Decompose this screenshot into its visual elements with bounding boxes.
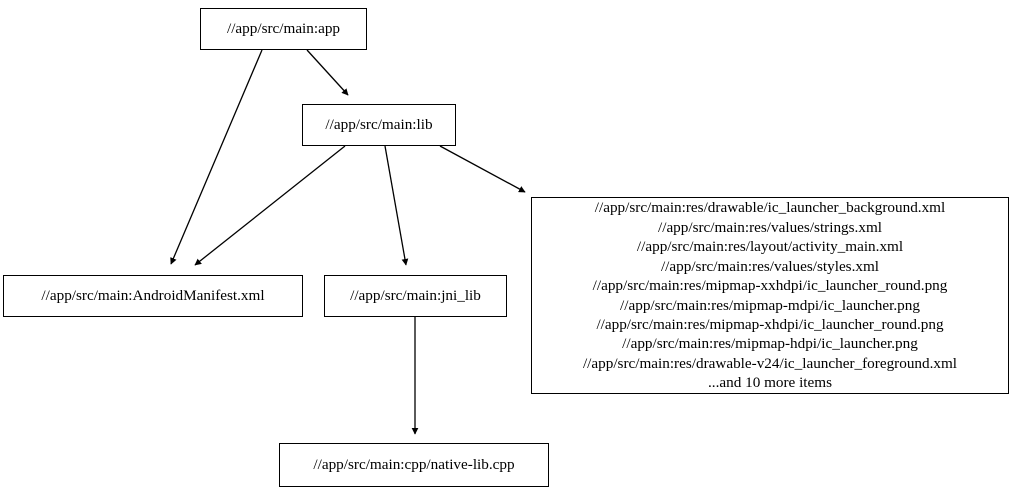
graph-node-native-lib-cpp[interactable]: //app/src/main:cpp/native-lib.cpp (279, 443, 549, 487)
graph-node-app[interactable]: //app/src/main:app (200, 8, 367, 50)
graph-node-android-manifest[interactable]: //app/src/main:AndroidManifest.xml (3, 275, 303, 317)
graph-node-android-manifest-label: //app/src/main:AndroidManifest.xml (41, 287, 265, 305)
edge-app-to-lib (306, 49, 349, 96)
res-line: //app/src/main:res/layout/activity_main.… (636, 238, 904, 256)
res-line: //app/src/main:res/drawable-v24/ic_launc… (582, 354, 958, 372)
graph-node-native-lib-cpp-label: //app/src/main:cpp/native-lib.cpp (313, 456, 515, 474)
graph-node-res-collection[interactable]: //app/src/main:res/drawable/ic_launcher_… (531, 197, 1009, 394)
graph-node-jni-lib[interactable]: //app/src/main:jni_lib (324, 275, 507, 317)
graph-node-app-label: //app/src/main:app (226, 20, 341, 38)
edge-lib-to-res (439, 145, 526, 193)
res-more-items-label: ...and 10 more items (707, 374, 832, 392)
edge-lib-to-jni-lib (384, 145, 409, 266)
res-line: //app/src/main:res/mipmap-hdpi/ic_launch… (622, 335, 918, 353)
res-line: //app/src/main:res/drawable/ic_launcher_… (594, 199, 946, 217)
edge-app-to-manifest (170, 49, 263, 265)
res-line: //app/src/main:res/values/styles.xml (660, 257, 880, 275)
graph-node-res-collection-lines: //app/src/main:res/drawable/ic_launcher_… (538, 198, 1002, 392)
res-line: //app/src/main:res/mipmap-xxhdpi/ic_laun… (592, 277, 948, 295)
graph-node-lib-label: //app/src/main:lib (325, 116, 433, 134)
graph-node-jni-lib-label: //app/src/main:jni_lib (350, 287, 481, 305)
edge-lib-to-manifest (194, 145, 346, 266)
res-line: //app/src/main:res/values/strings.xml (658, 218, 882, 236)
res-line: //app/src/main:res/mipmap-xhdpi/ic_launc… (596, 315, 944, 333)
graph-node-lib[interactable]: //app/src/main:lib (302, 104, 456, 146)
res-line: //app/src/main:res/mipmap-mdpi/ic_launch… (620, 296, 920, 314)
